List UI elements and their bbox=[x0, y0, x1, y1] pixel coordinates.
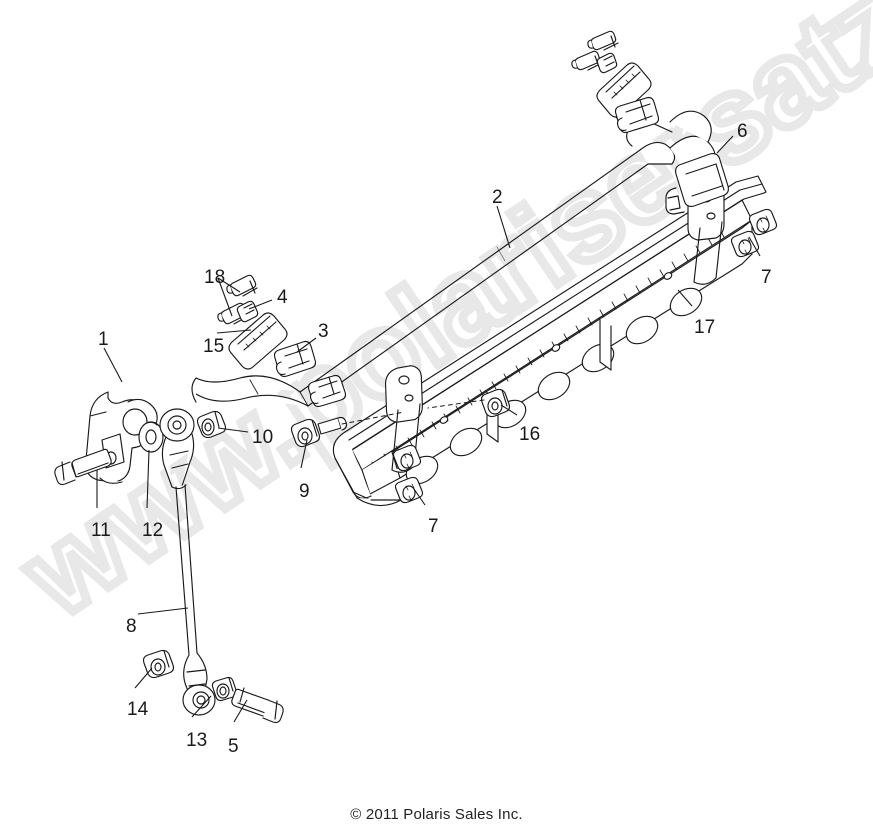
callout-label-flange-nut-upper: 7 bbox=[761, 267, 772, 288]
callout-label-rail-panel: 17 bbox=[694, 317, 716, 338]
part-end-cap bbox=[665, 153, 729, 215]
callout-label-flange-bolt-upper: 11 bbox=[91, 520, 111, 541]
callout-label-flange-nut-lower-link: 14 bbox=[127, 699, 149, 720]
leader-flange-bolt-lower bbox=[233, 699, 248, 723]
callout-label-spacer-lower: 13 bbox=[186, 730, 208, 751]
part-rivet-upper bbox=[226, 274, 258, 297]
leader-end-cap bbox=[716, 135, 734, 154]
part-reflector-pad-left bbox=[228, 312, 288, 370]
leader-bushing-left bbox=[300, 439, 308, 469]
callout-label-rivet-pair: 18 bbox=[204, 267, 226, 288]
part-flange-nut-lower-link bbox=[142, 649, 175, 679]
leader-flange-nut-lower bbox=[413, 488, 426, 506]
callout-label-end-cap: 6 bbox=[737, 121, 748, 142]
callout-label-rivet-small: 4 bbox=[277, 287, 288, 308]
part-link-rod bbox=[159, 408, 216, 716]
part-washer-upper bbox=[138, 421, 164, 453]
leader-washer-upper bbox=[146, 449, 150, 509]
leader-rivet-pair bbox=[217, 277, 241, 293]
copyright-notice: © 2011 Polaris Sales Inc. bbox=[350, 806, 523, 823]
part-bushing-left bbox=[290, 416, 348, 448]
leader-bumper-tube bbox=[496, 205, 511, 249]
clip-retainer-mid bbox=[307, 374, 347, 408]
callout-label-flange-nut-link-upper: 10 bbox=[252, 427, 274, 448]
leader-reflector-pad bbox=[216, 329, 252, 334]
part-clip-retainer-left bbox=[273, 340, 317, 378]
leader-rivet-small bbox=[248, 299, 273, 310]
part-flange-bolt-lower bbox=[231, 687, 284, 724]
leader-clip-retainer bbox=[296, 337, 317, 353]
part-flange-nut-7a bbox=[748, 208, 778, 236]
part-spacer-lower bbox=[211, 676, 238, 702]
leader-spacer-lower bbox=[191, 695, 212, 718]
leader-bushing-right bbox=[500, 404, 518, 416]
callout-label-flange-nut-lower: 7 bbox=[428, 516, 439, 537]
leader-pivot-bracket bbox=[103, 347, 123, 383]
part-flange-nut-7b bbox=[730, 230, 760, 258]
leader-lines bbox=[96, 135, 761, 723]
part-flange-nut-7d bbox=[394, 476, 424, 504]
leader-rail-panel bbox=[677, 289, 693, 307]
callout-label-reflector-pad: 15 bbox=[203, 336, 225, 357]
leader-rivet-pair bbox=[217, 277, 233, 317]
callout-label-link-rod: 8 bbox=[126, 616, 137, 637]
part-bushing-right bbox=[480, 388, 511, 418]
callout-label-pivot-bracket: 1 bbox=[98, 329, 109, 350]
callout-label-bushing-right: 16 bbox=[519, 424, 541, 445]
callout-label-bushing-left: 9 bbox=[299, 481, 310, 502]
leader-link-rod bbox=[137, 607, 189, 615]
top-right-fastener-group bbox=[571, 30, 660, 134]
part-bumper-tube bbox=[191, 109, 716, 407]
callout-label-clip-retainer: 3 bbox=[318, 321, 329, 342]
callout-label-bumper-tube: 2 bbox=[492, 187, 503, 208]
callout-label-flange-bolt-lower: 5 bbox=[228, 736, 239, 757]
part-flange-nut-link-upper bbox=[196, 410, 227, 439]
leader-flange-nut-link-upper bbox=[217, 427, 249, 433]
part-rivet-center bbox=[236, 300, 259, 323]
part-flange-bolt-upper bbox=[54, 448, 112, 486]
part-flange-nut-7c bbox=[392, 444, 422, 472]
leader-flange-nut-upper bbox=[748, 236, 761, 257]
callout-label-washer-upper: 12 bbox=[142, 520, 164, 541]
leader-flange-nut-lower-link bbox=[134, 667, 153, 689]
